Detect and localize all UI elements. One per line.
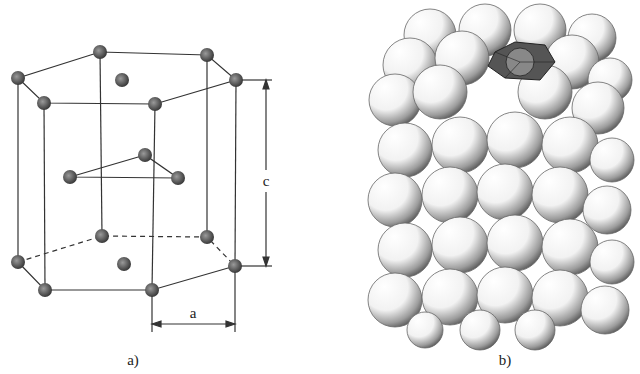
panel-label: a) — [127, 353, 139, 368]
dimension-label: a — [190, 306, 197, 321]
atoms — [11, 45, 243, 297]
panel-label: b) — [499, 353, 512, 368]
sphere-packing — [368, 4, 634, 350]
dimension-label: c — [263, 174, 270, 189]
unit-cell-lines — [18, 52, 272, 332]
highlighted-hexagon — [488, 42, 555, 80]
